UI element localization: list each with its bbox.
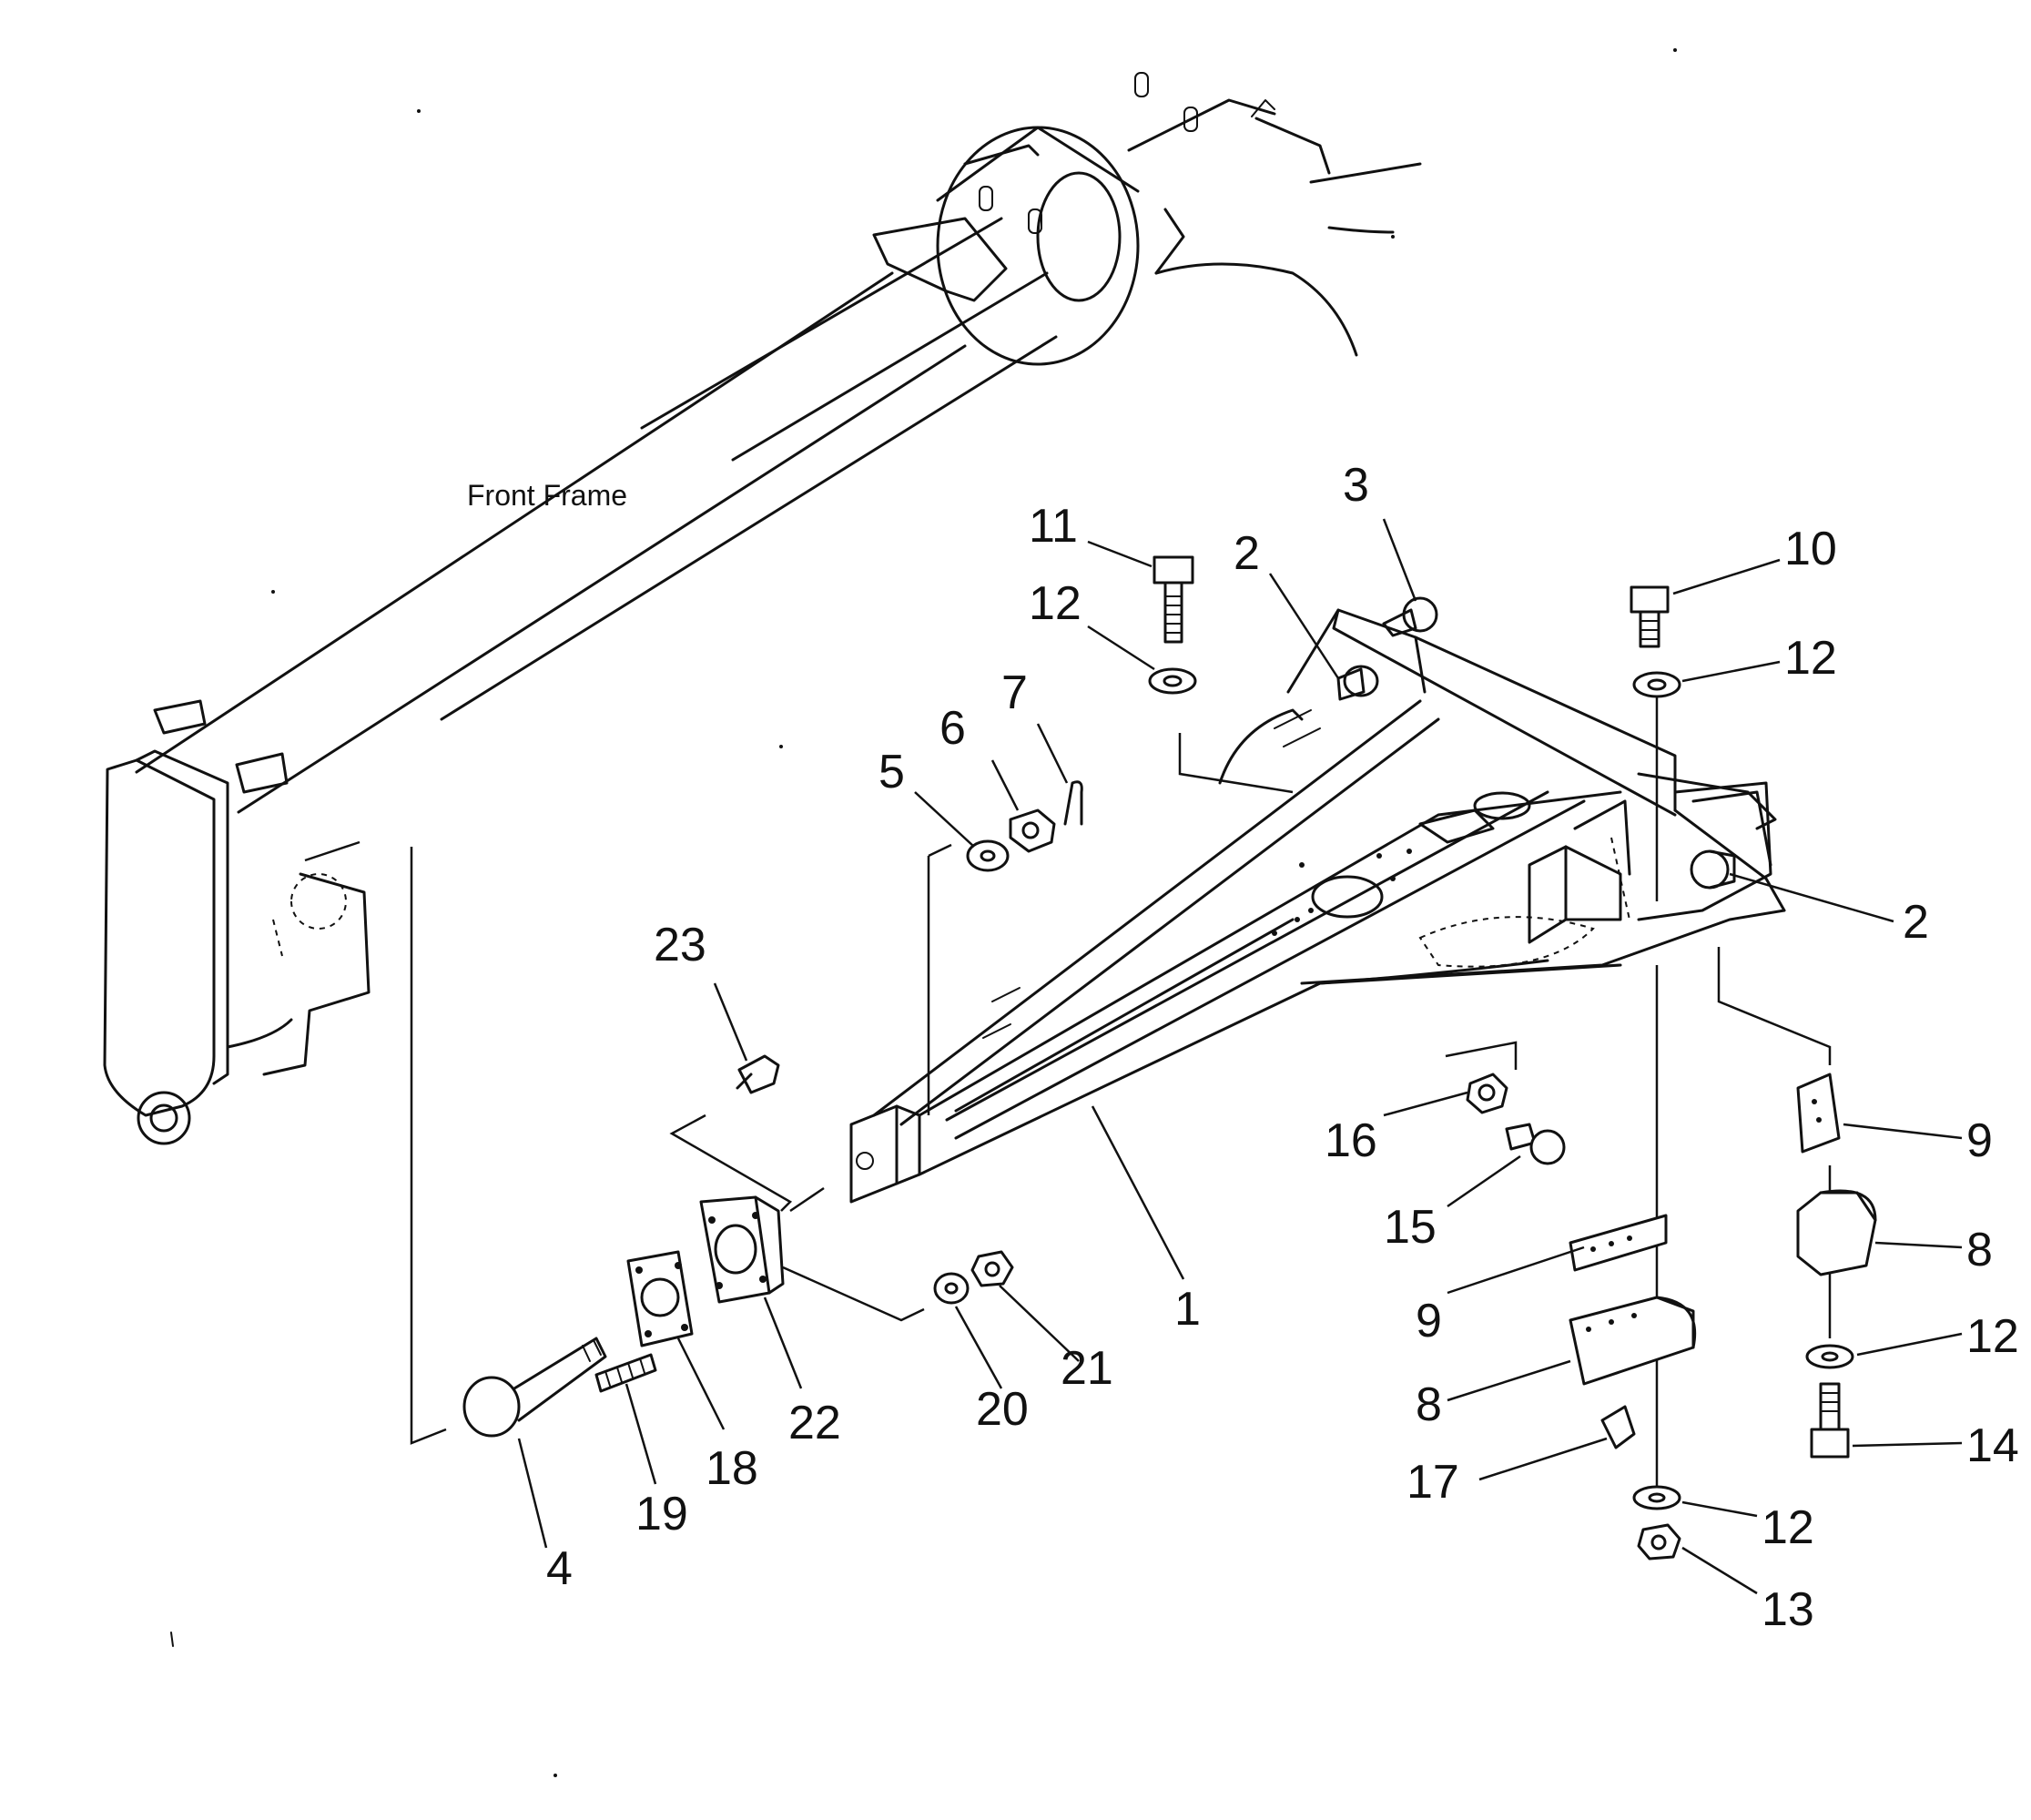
callout-16: 16	[1325, 1114, 1377, 1167]
part-9-plate-right	[1796, 1073, 1841, 1154]
a-frame-drawbar	[849, 608, 1786, 1204]
part-2-pin-right	[1690, 849, 1736, 890]
part-15-bolt	[1505, 1123, 1566, 1165]
part-11-bolt	[1153, 555, 1194, 644]
callout-13: 13	[1762, 1583, 1814, 1636]
callout-4: 4	[546, 1542, 573, 1595]
part-8-pad-left	[1569, 1296, 1697, 1386]
callout-22: 22	[788, 1397, 841, 1449]
callout-12-top-left: 12	[1029, 577, 1082, 630]
part-12-washer-top-right	[1632, 671, 1681, 698]
callout-21: 21	[1061, 1342, 1113, 1395]
callout-10: 10	[1784, 523, 1837, 575]
part-5-washer	[966, 839, 1010, 872]
callout-1: 1	[1174, 1283, 1201, 1336]
callout-11: 11	[1029, 500, 1078, 553]
part-14-bolt	[1810, 1382, 1850, 1459]
callout-14: 14	[1966, 1419, 2019, 1472]
part-12-washer-lower	[1632, 1485, 1681, 1510]
part-2-pin-left	[1336, 665, 1379, 701]
callout-17: 17	[1406, 1456, 1459, 1509]
part-22-flange	[699, 1195, 785, 1304]
callout-9-left: 9	[1416, 1295, 1442, 1347]
part-23-grease-fitting	[736, 1054, 780, 1094]
callout-3: 3	[1343, 459, 1369, 512]
part-16-nut	[1466, 1073, 1508, 1114]
scan-specks	[170, 48, 1677, 1777]
callout-19: 19	[635, 1488, 688, 1540]
part-6-nut	[1009, 808, 1056, 853]
callout-7: 7	[1001, 666, 1028, 719]
callout-8-right: 8	[1966, 1224, 1993, 1276]
callout-12-right: 12	[1966, 1310, 2019, 1363]
callout-leaders	[517, 518, 1963, 1595]
part-20-washer	[933, 1272, 970, 1305]
front-frame-label: Front Frame	[467, 479, 627, 512]
part-13-nut	[1637, 1523, 1681, 1561]
part-12-washer-top-left	[1148, 667, 1197, 695]
callout-6: 6	[939, 702, 966, 755]
callout-9-right: 9	[1966, 1114, 1993, 1167]
rivet-dots	[1272, 849, 1412, 936]
part-18-gasket	[626, 1250, 694, 1347]
part-12-washer-right	[1805, 1344, 1854, 1369]
callout-numbers: 1 2 2 3 4 5 6 7 8 8 9 9 10 11 12 12 12 1…	[546, 459, 2019, 1636]
front-frame	[103, 72, 1422, 1145]
callout-23: 23	[654, 919, 706, 971]
callout-5: 5	[878, 746, 905, 798]
part-9-plate-left	[1569, 1214, 1668, 1272]
callout-12-bottom: 12	[1762, 1501, 1814, 1554]
part-19-stud	[594, 1353, 657, 1393]
callout-18: 18	[706, 1442, 758, 1495]
callout-8-left: 8	[1416, 1378, 1442, 1431]
part-7-cotter-pin	[1063, 780, 1083, 826]
part-21-nut	[970, 1250, 1014, 1287]
part-8-pad-right	[1796, 1189, 1877, 1276]
callout-12-top-right: 12	[1784, 632, 1837, 685]
part-10-bolt	[1630, 585, 1670, 648]
callout-20: 20	[976, 1383, 1029, 1436]
callout-2-right: 2	[1903, 896, 1929, 949]
part-3-pin-top	[1382, 596, 1438, 637]
callout-2-left: 2	[1234, 527, 1260, 580]
part-17-fitting	[1600, 1405, 1636, 1449]
part-4-pin	[462, 1337, 607, 1438]
callout-15: 15	[1384, 1201, 1437, 1254]
flange-studs	[979, 72, 1198, 234]
